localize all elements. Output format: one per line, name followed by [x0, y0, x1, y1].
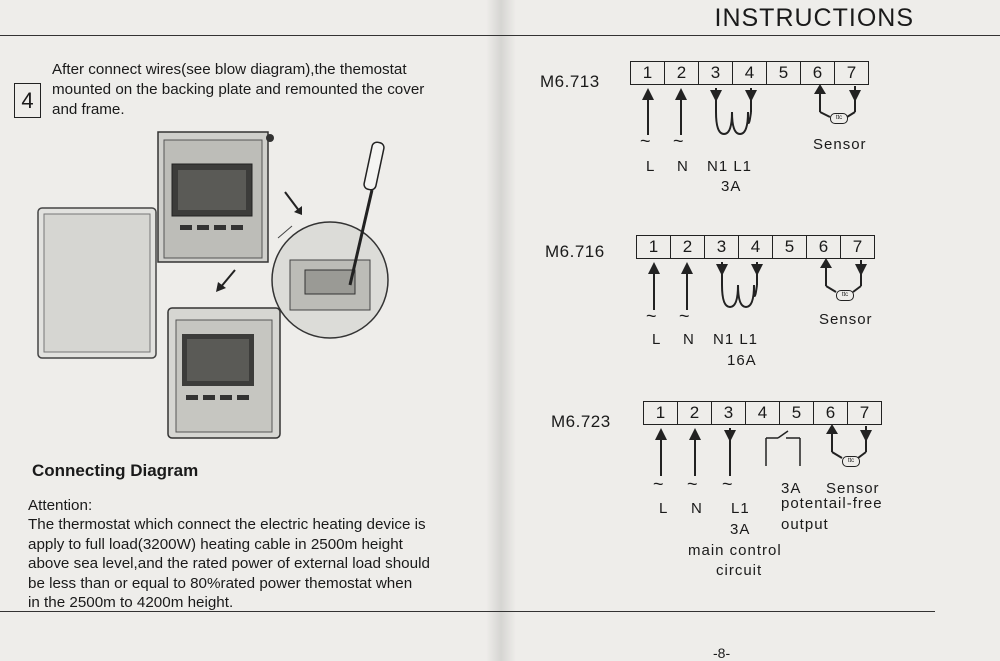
attention-line: be less than or equal to 80%rated power … [28, 574, 413, 592]
label-current: 16A [727, 352, 757, 369]
label-potential-free: potentail-free [781, 495, 883, 512]
terminal-strip: 1 2 3 4 5 6 7 [643, 401, 882, 425]
label-sensor: Sensor [819, 311, 873, 328]
label-current: 3A [721, 178, 742, 195]
header-divider [0, 35, 1000, 36]
ac-tilde-n: ~ [673, 131, 684, 151]
step-line: and frame. [52, 101, 125, 118]
terminal-7: 7 [840, 236, 874, 258]
terminal-6: 6 [800, 62, 834, 84]
terminal-1: 1 [642, 63, 653, 82]
assembled-thermostat-illustration [167, 307, 281, 439]
terminal-6: 6 [813, 402, 847, 424]
label-main-control: main control [688, 542, 782, 559]
label-sensor: Sensor [813, 136, 867, 153]
footer-divider [0, 611, 935, 612]
ac-tilde-l1: ~ [722, 474, 733, 494]
terminal-2: 2 [670, 236, 704, 258]
sensor-icon: ttc [830, 113, 848, 124]
page-number: -8- [713, 645, 731, 661]
page-title: INSTRUCTIONS [714, 4, 914, 32]
label-n1-l1: N1 L1 [713, 331, 759, 348]
label-sensor: Sensor [826, 480, 880, 497]
terminal-5: 5 [779, 402, 813, 424]
cover-frame-illustration [37, 207, 157, 359]
sensor-icon: ttc [842, 456, 860, 467]
terminal-7: 7 [834, 62, 868, 84]
page-fold-shadow [486, 0, 516, 661]
terminal-6: 6 [806, 236, 840, 258]
ac-tilde-l: ~ [646, 306, 657, 326]
ac-tilde-l: ~ [640, 131, 651, 151]
attention-line: The thermostat which connect the electri… [28, 516, 426, 533]
attention-line: apply to full load(3200W) heating cable … [28, 535, 403, 553]
terminal-7: 7 [847, 402, 881, 424]
model-label: M6.723 [551, 412, 611, 431]
installation-illustration [37, 131, 389, 439]
terminal-1: 1 [648, 237, 659, 256]
terminal-strip: 1 2 3 4 5 6 7 [636, 235, 875, 259]
label-circuit: circuit [716, 562, 763, 579]
step-line: mounted on the backing plate and remount… [52, 81, 425, 98]
step-instruction: After connect wires(see blow diagram),th… [52, 60, 472, 120]
model-label: M6.713 [540, 72, 600, 91]
section-heading: Connecting Diagram [32, 461, 199, 480]
label-n: N [683, 331, 695, 348]
terminal-2: 2 [677, 402, 711, 424]
terminal-4: 4 [732, 62, 766, 84]
label-output-current: 3A [781, 480, 802, 497]
terminal-4: 4 [738, 236, 772, 258]
terminal-4: 4 [745, 402, 779, 424]
attention-label: Attention: [28, 497, 93, 514]
label-l: L [646, 158, 656, 175]
label-n: N [691, 500, 703, 517]
terminal-3: 3 [698, 62, 732, 84]
screwdriver-illustration [348, 141, 385, 286]
attention-line: in the 2500m to 4200m height. [28, 594, 234, 611]
terminal-1: 1 [655, 403, 666, 422]
label-l: L [652, 331, 662, 348]
attention-line: above sea level,and the rated power of e… [28, 555, 430, 572]
step-number-box: 4 [14, 83, 41, 118]
label-current: 3A [730, 521, 751, 538]
model-label: M6.716 [545, 242, 605, 261]
terminal-2: 2 [664, 62, 698, 84]
label-l1: L1 [731, 500, 750, 517]
label-n1-l1: N1 L1 [707, 158, 753, 175]
ac-tilde-n: ~ [687, 474, 698, 494]
terminal-5: 5 [766, 62, 800, 84]
label-l: L [659, 500, 669, 517]
ac-tilde-n: ~ [679, 306, 690, 326]
ac-tilde-l: ~ [653, 474, 664, 494]
terminal-3: 3 [704, 236, 738, 258]
label-output: output [781, 516, 829, 533]
terminal-strip: 1 2 3 4 5 6 7 [630, 61, 869, 85]
step-line: After connect wires(see blow diagram),th… [52, 61, 407, 78]
sensor-icon: ttc [836, 290, 854, 301]
label-n: N [677, 158, 689, 175]
thermostat-body-illustration [157, 131, 274, 263]
terminal-3: 3 [711, 402, 745, 424]
terminal-5: 5 [772, 236, 806, 258]
attention-paragraph: The thermostat which connect the electri… [28, 515, 478, 613]
